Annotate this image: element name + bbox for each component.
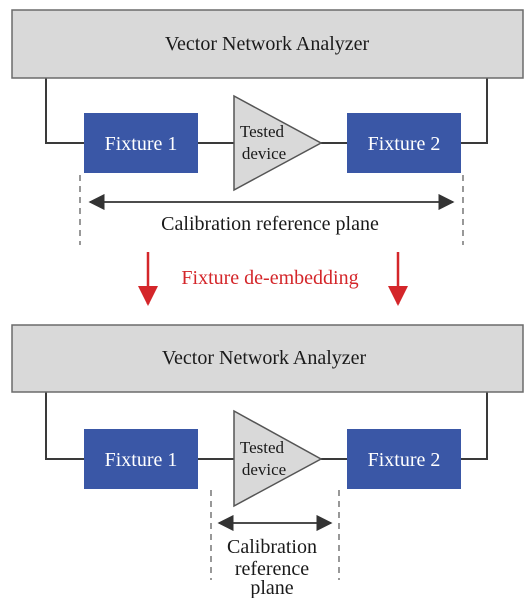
- bottom-plane-label-line3: plane: [250, 577, 293, 598]
- bottom-fixture-2: [347, 429, 461, 489]
- bottom-panel: Vector Network Analyzer Fixture 1 Fixtur…: [11, 324, 524, 598]
- top-dut-label-line2: device: [242, 144, 286, 163]
- bottom-right-wire: [461, 392, 488, 460]
- top-analyzer-box: [11, 9, 524, 79]
- top-fixture-1-label: Fixture 1: [105, 133, 178, 155]
- bottom-analyzer-box: [11, 324, 524, 393]
- top-fixture-2: [347, 113, 461, 173]
- bottom-plane-label-line2: reference: [235, 558, 309, 580]
- bottom-fixture-1: [84, 429, 198, 489]
- bottom-dut-label-line1: Tested: [240, 438, 285, 457]
- bottom-dut-label-line2: device: [242, 460, 286, 479]
- top-fixture-1: [84, 113, 198, 173]
- bottom-fixture-2-label: Fixture 2: [368, 449, 441, 471]
- top-fixture-2-label: Fixture 2: [368, 133, 441, 155]
- top-dut-triangle: [233, 94, 323, 192]
- bottom-fixture-1-label: Fixture 1: [105, 449, 178, 471]
- bottom-analyzer-label: Vector Network Analyzer: [162, 347, 367, 369]
- top-plane-label: Calibration reference plane: [161, 213, 379, 235]
- top-panel: Vector Network Analyzer Fixture 1 Fixtur…: [11, 9, 524, 245]
- transition: Fixture de-embedding: [138, 252, 408, 306]
- bottom-dut-triangle: [233, 409, 323, 508]
- top-dut-label-line1: Tested: [240, 122, 285, 141]
- top-right-wire: [461, 78, 488, 144]
- top-left-wire: [45, 78, 84, 144]
- transition-label: Fixture de-embedding: [181, 267, 358, 289]
- top-analyzer-label: Vector Network Analyzer: [165, 33, 370, 55]
- bottom-left-wire: [45, 392, 84, 460]
- bottom-plane-label-line1: Calibration: [227, 536, 317, 558]
